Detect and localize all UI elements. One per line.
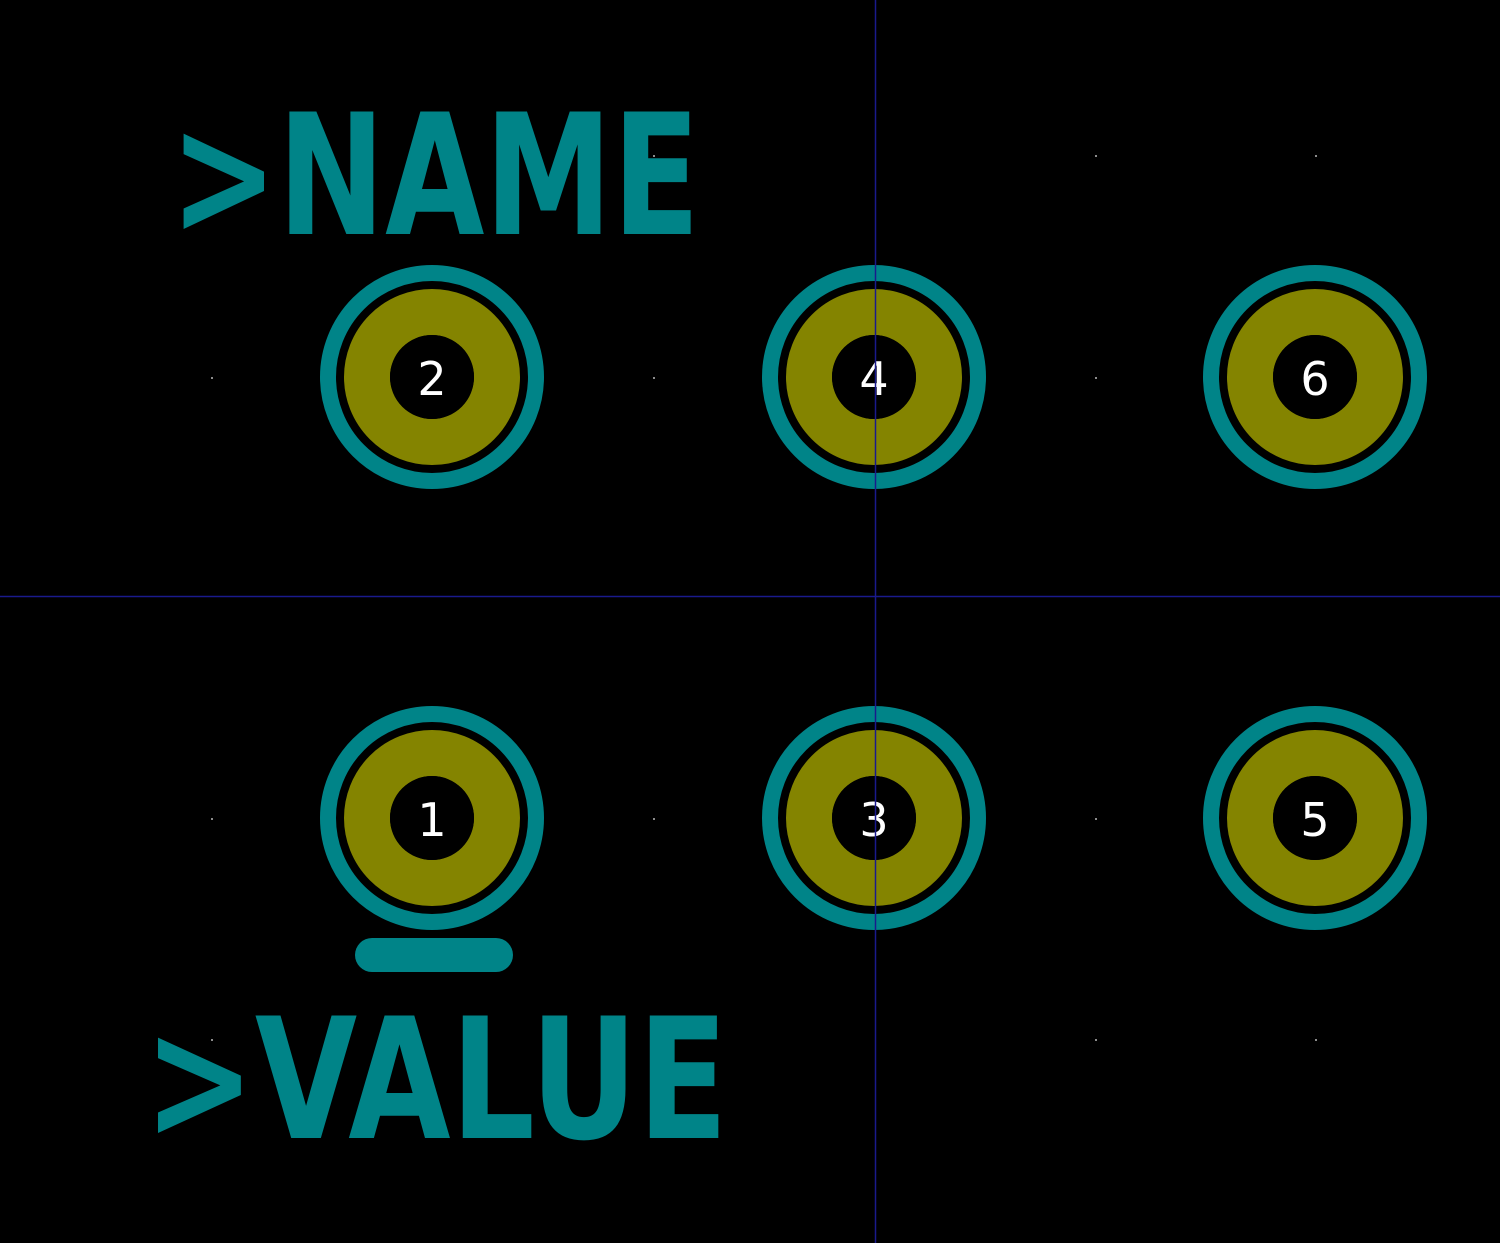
pad-courtyard-ring [320, 706, 544, 930]
footprint-name-label[interactable]: >NAME [170, 78, 700, 274]
grid-dot [1315, 155, 1317, 157]
copper-annulus [344, 730, 520, 906]
grid-dot [211, 377, 213, 379]
pad[interactable]: 4 [762, 265, 986, 489]
pad[interactable]: 1 [320, 706, 544, 930]
pad[interactable]: 2 [320, 265, 544, 489]
copper-annulus [786, 289, 962, 465]
grid-dots [211, 155, 1317, 1041]
pad-number: 2 [417, 352, 446, 406]
pad-number: 3 [859, 793, 888, 847]
pad-courtyard-ring [762, 706, 986, 930]
drill-hole [1273, 335, 1357, 419]
copper-annulus [1227, 289, 1403, 465]
copper-annulus [786, 730, 962, 906]
copper-annulus [344, 289, 520, 465]
grid-dot [1315, 1039, 1317, 1041]
grid-dot [211, 818, 213, 820]
pad-number: 4 [859, 352, 888, 406]
pad-courtyard-ring [1203, 706, 1427, 930]
grid-dot [211, 1039, 213, 1041]
drill-hole [390, 776, 474, 860]
grid-dot [1095, 1039, 1097, 1041]
pad-number: 1 [417, 793, 446, 847]
pad[interactable]: 5 [1203, 706, 1427, 930]
pad[interactable]: 3 [762, 706, 986, 930]
pad-number: 6 [1300, 352, 1329, 406]
grid-dot [1095, 377, 1097, 379]
pad-courtyard-ring [320, 265, 544, 489]
drill-hole [832, 776, 916, 860]
pad-number: 5 [1300, 793, 1329, 847]
grid-dot [1095, 155, 1097, 157]
grid-dot [1095, 818, 1097, 820]
grid-dot [653, 377, 655, 379]
grid-dot [653, 818, 655, 820]
pad-courtyard-ring [1203, 265, 1427, 489]
footprint-value-label[interactable]: >VALUE [144, 982, 728, 1178]
pad[interactable]: 6 [1203, 265, 1427, 489]
copper-annulus [1227, 730, 1403, 906]
drill-hole [1273, 776, 1357, 860]
drill-hole [832, 335, 916, 419]
pad-courtyard-ring [762, 265, 986, 489]
drill-hole [390, 335, 474, 419]
grid-dot [653, 155, 655, 157]
